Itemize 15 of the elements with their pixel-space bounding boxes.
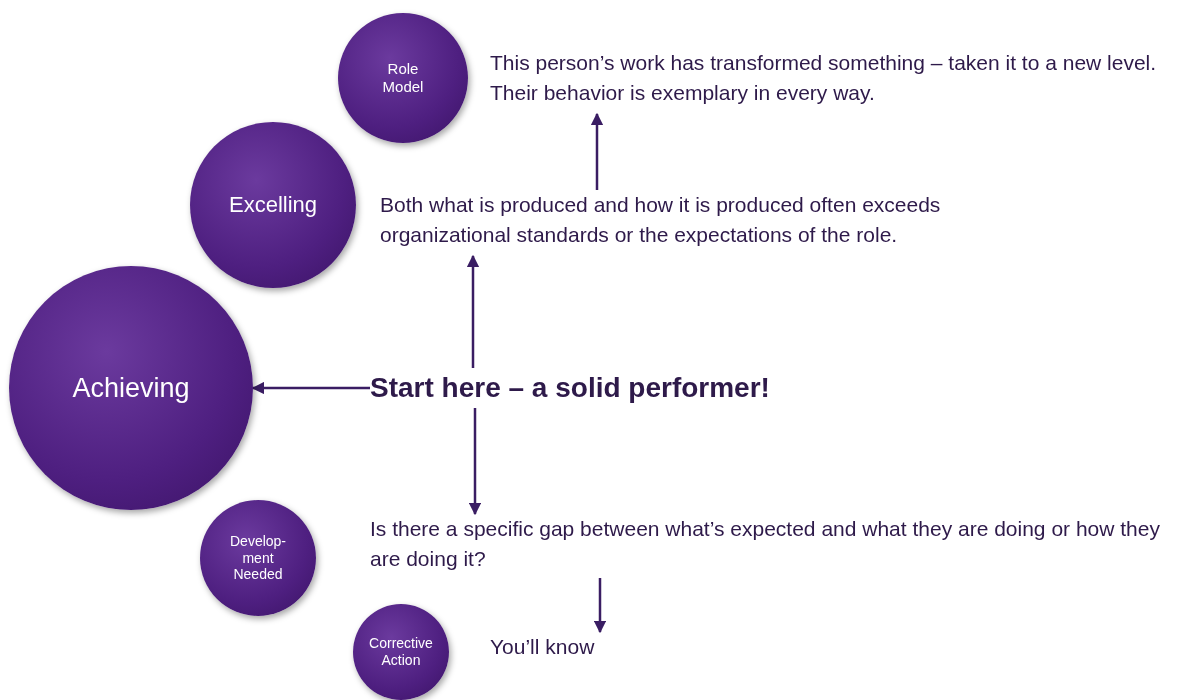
circle-node: Role Model (338, 13, 468, 143)
circle-node: Achieving (9, 266, 253, 510)
description-text: You’ll know (490, 632, 630, 666)
arrow (590, 112, 604, 190)
arrow (468, 408, 482, 516)
circle-node: Excelling (190, 122, 356, 288)
description-text: This person’s work has transformed something – taken it to a new level. Their behavior is exemplary in every way. (490, 48, 1195, 114)
circle-node: Develop-ment Needed (200, 500, 316, 616)
circle-node: Corrective Action (353, 604, 449, 700)
arrow (466, 254, 480, 368)
arrow (593, 578, 607, 634)
description-text: Start here – a solid performer! (370, 368, 850, 408)
description-text: Is there a specific gap between what’s expected and what they are doing or how they are doing it? (370, 514, 1185, 578)
description-text: Both what is produced and how it is produced often exceeds organizational standards or the expectations of the role. (380, 190, 1050, 256)
arrow (251, 381, 370, 395)
